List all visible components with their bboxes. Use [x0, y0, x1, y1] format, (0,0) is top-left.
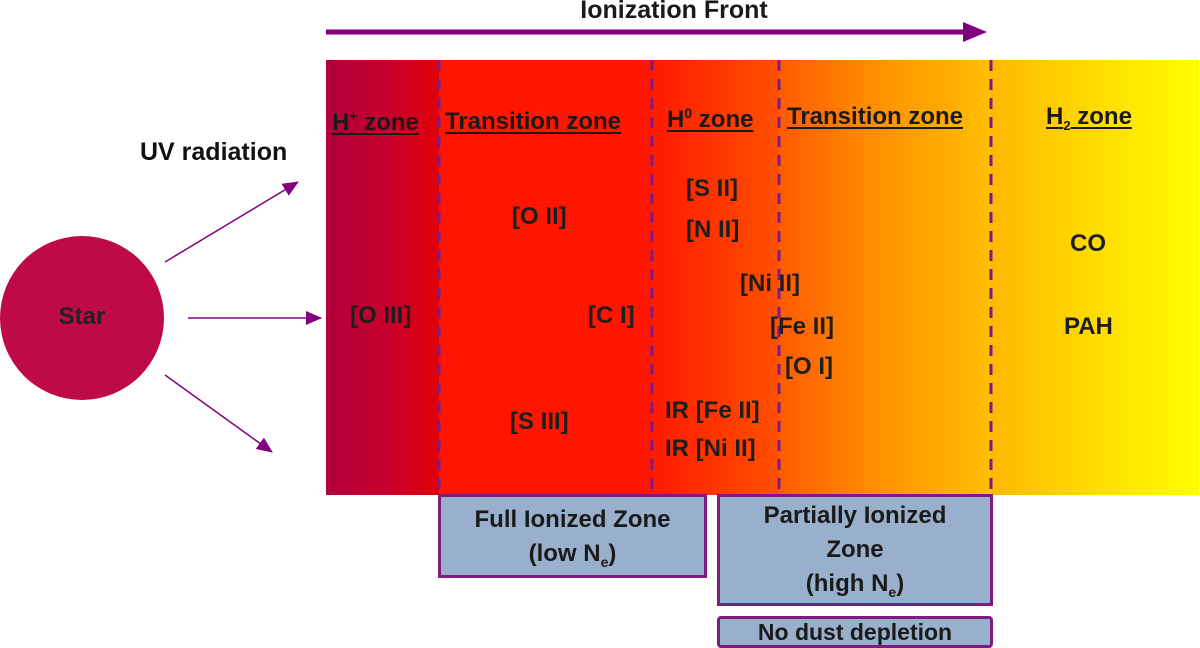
zone-title-transition-1: Transition zone — [445, 108, 622, 135]
star-label: Star — [58, 303, 106, 330]
h2-zone-band — [991, 60, 1199, 495]
species-pah: PAH — [1064, 313, 1113, 340]
h-plus-zone-band — [326, 60, 439, 495]
species-fe-ii: [Fe II] — [770, 313, 834, 340]
species-c-i: [C I] — [588, 302, 635, 329]
zone-title-transition-2: Transition zone — [787, 103, 964, 130]
full-ionized-zone-box: Full Ionized Zone (low Ne) — [438, 494, 707, 578]
species-s-ii: [S II] — [686, 175, 738, 202]
zone-title-h-zero: H0 zone — [667, 105, 754, 133]
h-zero-zone-band — [652, 60, 779, 495]
uv-radiation-label: UV radiation — [140, 138, 288, 166]
star-circle — [0, 236, 164, 400]
species-ir-fe-ii: IR [Fe II] — [665, 397, 760, 424]
ionization-front-title: Ionization Front — [580, 0, 768, 24]
species-ir-ni-ii: IR [Ni II] — [665, 435, 756, 462]
partially-ionized-zone-box: Partially Ionized Zone (high Ne) — [717, 494, 993, 606]
partially-ionized-zone-line2: Zone — [826, 536, 884, 563]
ionization-front-arrowhead — [963, 22, 987, 42]
zone-title-h-plus: H+ zone — [332, 108, 419, 136]
full-ionized-zone-line2: (low Ne) — [528, 540, 617, 570]
full-ionized-zone-line1: Full Ionized Zone — [474, 506, 671, 533]
partially-ionized-zone-line1: Partially Ionized — [763, 502, 947, 529]
species-o-iii: [O III] — [350, 302, 412, 329]
transition-zone-1-band — [439, 60, 652, 495]
uv-arrow-upper — [164, 181, 299, 263]
species-ni-ii: [Ni II] — [740, 270, 800, 297]
species-o-ii: [O II] — [512, 203, 567, 230]
partially-ionized-zone-line3: (high Ne) — [805, 570, 905, 600]
species-s-iii: [S III] — [510, 408, 569, 435]
species-co: CO — [1070, 230, 1106, 257]
uv-arrow-lower — [164, 374, 273, 453]
transition-zone-2-band — [779, 60, 991, 495]
zone-title-h2: H2 zone — [1046, 103, 1132, 133]
no-dust-depletion-box: No dust depletion — [717, 616, 993, 648]
species-o-i: [O I] — [785, 353, 833, 380]
species-n-ii: [N II] — [686, 216, 740, 243]
